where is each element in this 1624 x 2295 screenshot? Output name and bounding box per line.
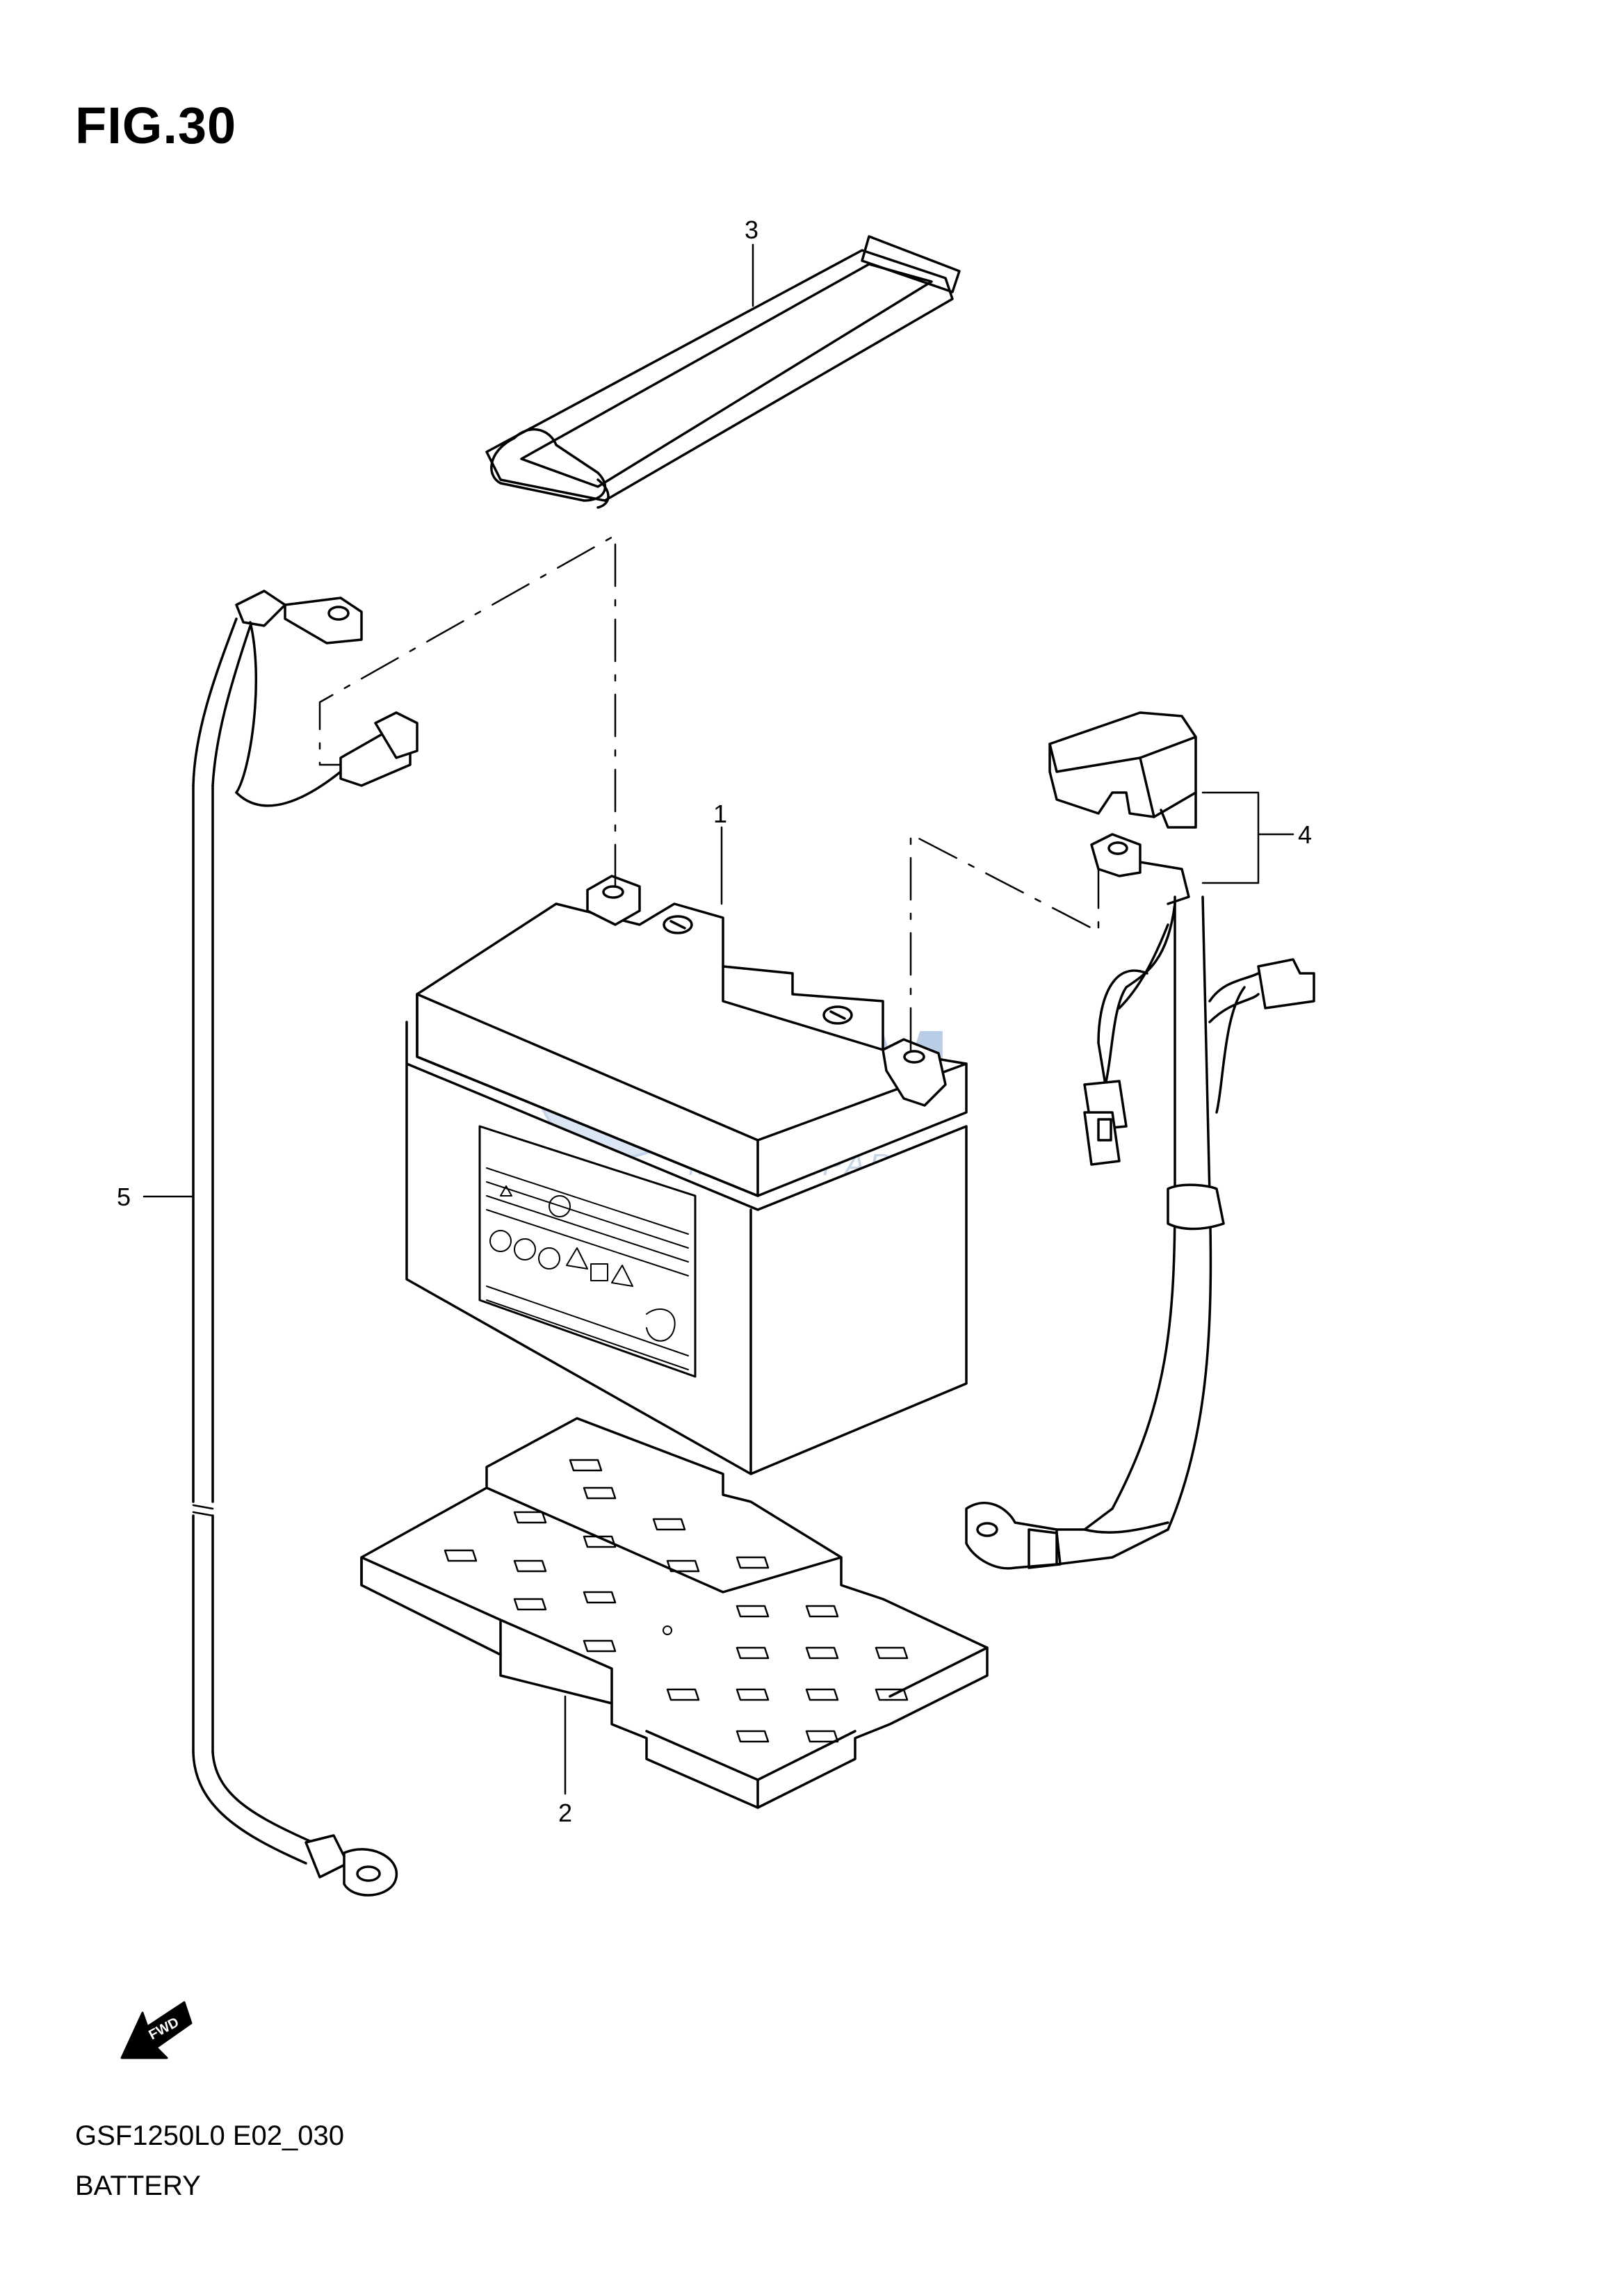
- assembly-guide-lines: [318, 534, 1100, 1051]
- callout-5: 5: [117, 1183, 131, 1211]
- battery: [405, 875, 968, 1475]
- battery-strap: [485, 235, 961, 509]
- callout-4: 4: [1298, 820, 1312, 849]
- callout-2: 2: [558, 1799, 572, 1827]
- figure-title: FIG.30: [75, 97, 237, 154]
- model-code: GSF1250L0 E02_030: [75, 2120, 344, 2151]
- figure-name: BATTERY: [75, 2171, 201, 2201]
- callout-3: 3: [745, 216, 758, 244]
- tray-drain-slots: [444, 1459, 909, 1743]
- battery-tray: [360, 1417, 989, 1809]
- negative-lead-wire: [192, 590, 419, 1897]
- positive-lead-wire: [965, 711, 1315, 1570]
- callout-1: 1: [713, 800, 727, 828]
- leader-lines: [143, 243, 1294, 1795]
- fwd-arrow-icon: FWD: [120, 2001, 193, 2059]
